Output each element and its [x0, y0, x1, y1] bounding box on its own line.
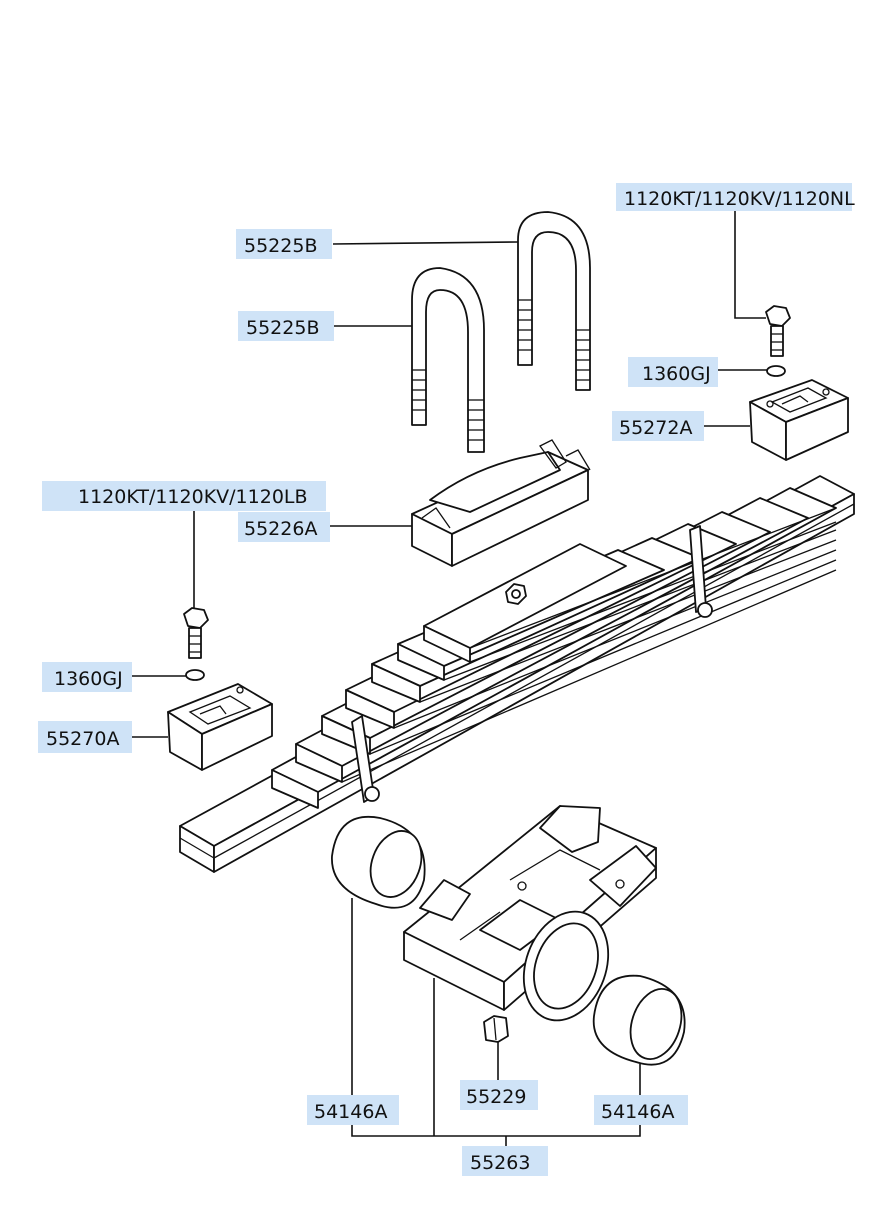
spring-seat: [411, 439, 591, 567]
washer-right: [766, 365, 786, 377]
callout-seat-label: 55226A: [244, 518, 317, 540]
callout-bolt-left: 1120KT/1120KV/1120LB: [42, 481, 326, 511]
callout-nipple-label: 55229: [466, 1086, 526, 1108]
callout-ubolt-top-label: 55225B: [244, 235, 317, 257]
callout-bushing-right-label: 54146A: [601, 1101, 674, 1123]
callout-washer-left-label: 1360GJ: [54, 668, 123, 690]
bushing-left: [331, 815, 426, 909]
pad-right: [749, 379, 849, 461]
callout-washer-left: 1360GJ: [42, 662, 132, 692]
bolt-left: [183, 607, 209, 659]
callout-bolt-right: 1120KT/1120KV/1120NL: [616, 183, 855, 211]
callout-seat: 55226A: [238, 512, 330, 542]
callout-washer-right-label: 1360GJ: [642, 363, 711, 385]
callout-pad-left-label: 55270A: [46, 728, 119, 750]
callout-bushing-left-label: 54146A: [314, 1101, 387, 1123]
callout-bushing-left: 54146A: [307, 1095, 399, 1125]
callout-pad-right-label: 55272A: [619, 417, 692, 439]
u-bolt-top: [517, 211, 591, 391]
callout-bracket-label: 55263: [470, 1152, 530, 1174]
callout-nipple: 55229: [460, 1080, 538, 1110]
washer-left: [185, 669, 205, 681]
callout-ubolt-top: 55225B: [236, 229, 332, 259]
u-bolt-second: [411, 267, 485, 453]
callout-bolt-right-label: 1120KT/1120KV/1120NL: [624, 188, 855, 210]
callout-bolt-left-label: 1120KT/1120KV/1120LB: [78, 486, 308, 508]
pad-left: [167, 683, 273, 771]
bushing-right: [592, 974, 686, 1066]
callout-bushing-right: 54146A: [594, 1095, 688, 1125]
callout-ubolt-second-label: 55225B: [246, 317, 319, 339]
grease-nipple: [483, 1015, 509, 1043]
callout-ubolt-second: 55225B: [238, 311, 334, 341]
bracket-housing: [403, 805, 657, 1022]
bolt-right: [765, 305, 791, 357]
callout-pad-right: 55272A: [612, 411, 704, 441]
leader-lines: [131, 210, 767, 1146]
callout-pad-left: 55270A: [38, 721, 132, 753]
callout-bracket: 55263: [462, 1146, 548, 1176]
callout-washer-right: 1360GJ: [628, 357, 718, 387]
leaf-spring: [179, 475, 855, 873]
